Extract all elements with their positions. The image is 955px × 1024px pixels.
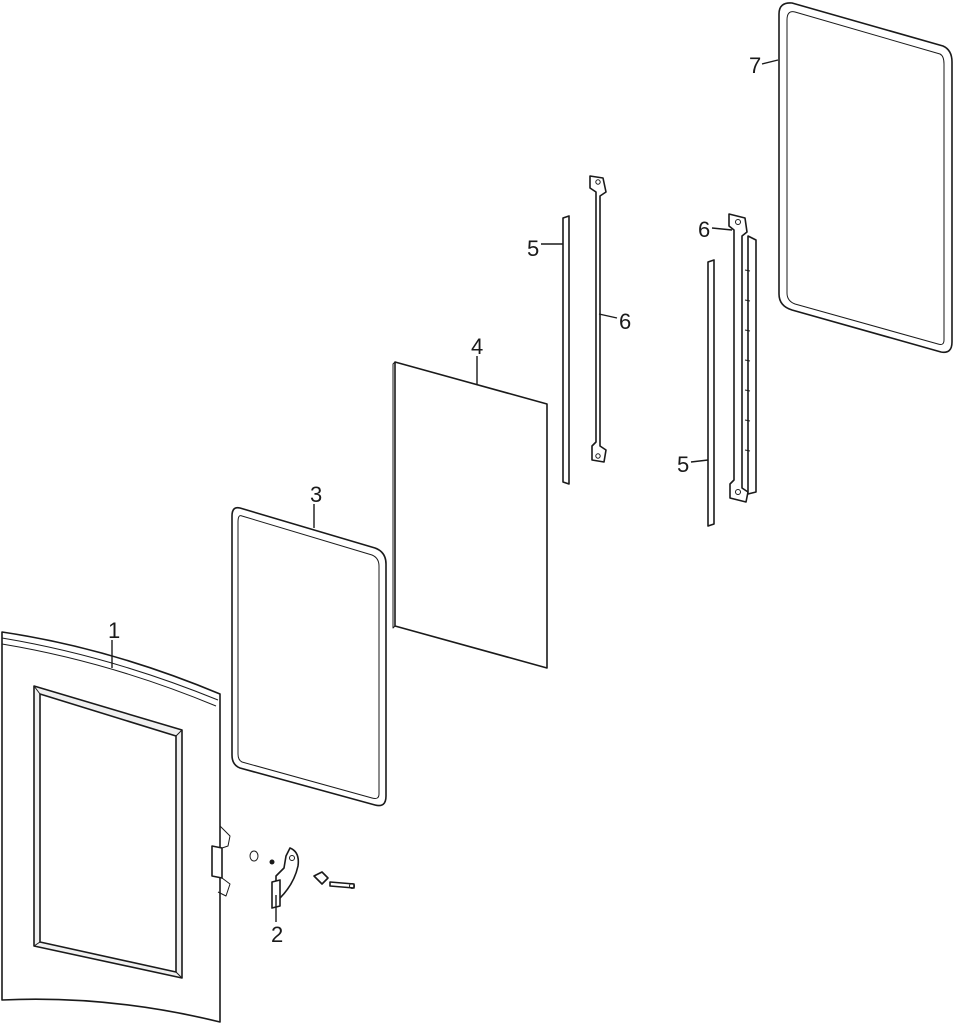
part-panel: [392, 361, 548, 669]
callout-panel: 4: [471, 334, 483, 359]
callout-bracket-right: 6: [698, 217, 710, 242]
callout-labels: 1 2 3 4 5 6 6 5 7: [108, 53, 761, 947]
part-door-frame: [1, 631, 231, 1023]
callout-strip-left: 5: [527, 236, 539, 261]
callout-hinge: 2: [271, 922, 283, 947]
callout-frame: 1: [108, 618, 120, 643]
leader-lines: [111, 59, 779, 922]
part-strip-right: [707, 259, 715, 527]
part-gasket: [231, 506, 387, 807]
callout-strip-right: 5: [677, 452, 689, 477]
part-bracket-right: [728, 213, 757, 503]
part-bracket-left: [589, 175, 607, 463]
part-strip-left: [562, 215, 570, 485]
callout-gasket: 3: [310, 482, 322, 507]
callout-bracket-left: 6: [619, 309, 631, 334]
part-hinge: [249, 847, 355, 909]
part-outer-frame: [778, 2, 953, 354]
callout-outer-frame: 7: [749, 53, 761, 78]
